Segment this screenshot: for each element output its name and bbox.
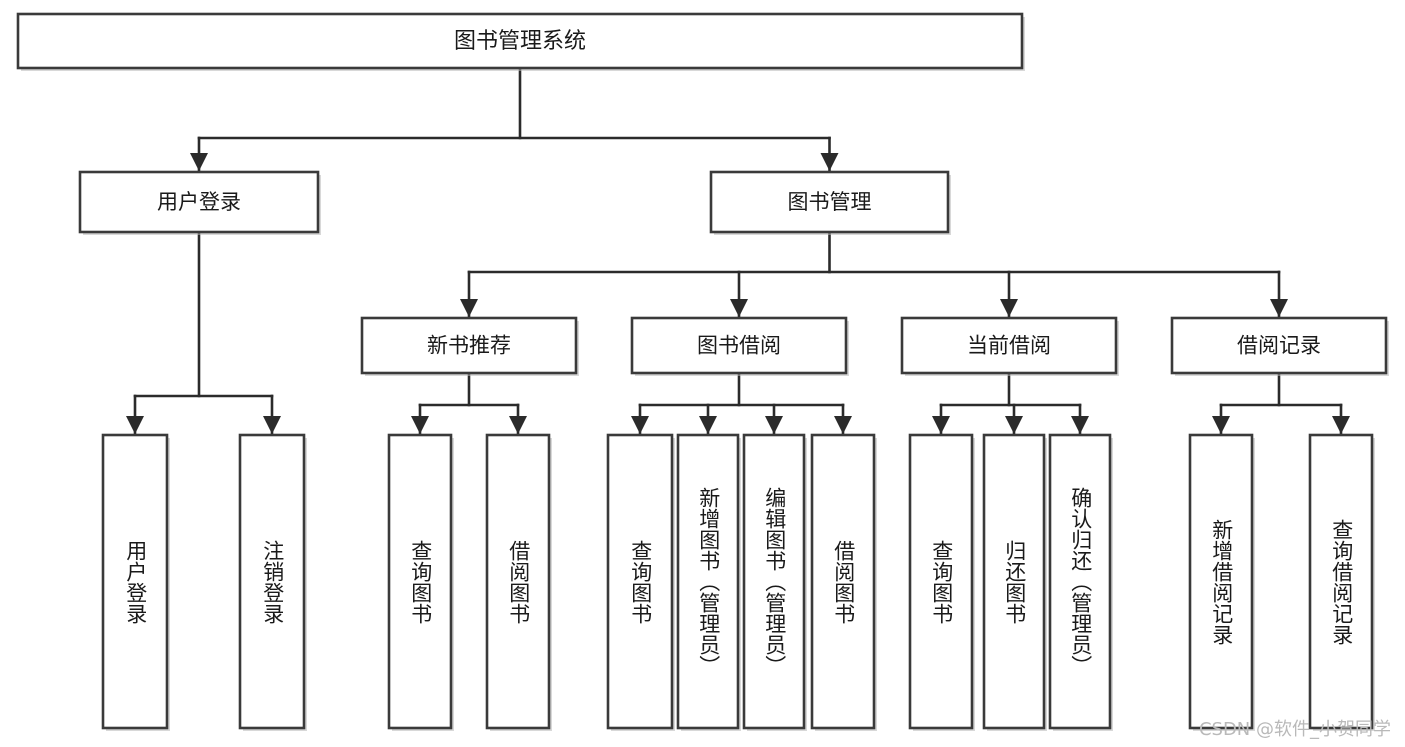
conn-level3-3-arrow-1 [1332, 416, 1350, 434]
node-level3-1[interactable] [630, 316, 848, 375]
node-leaf-7[interactable] [810, 433, 876, 730]
node-root-label: 图书管理系统 [454, 29, 586, 54]
node-level2-1[interactable] [709, 170, 950, 234]
node-leaf-5[interactable] [676, 433, 740, 730]
conn-root-arrow-0 [190, 153, 208, 171]
conn-booksmgmt-arrow-2 [1000, 299, 1018, 317]
node-level3-3[interactable] [1170, 316, 1388, 375]
conn-booksmgmt-arrow-0 [460, 299, 478, 317]
conn-booksmgmt-arrow-3 [1270, 299, 1288, 317]
node-level2-label-1: 图书管理 [788, 190, 872, 214]
node-level3-0[interactable] [360, 316, 578, 375]
node-leaf-6[interactable] [742, 433, 806, 730]
conn-level3-2-arrow-0 [932, 416, 950, 434]
node-level2-label-0: 用户登录 [157, 190, 241, 214]
node-leaf-2[interactable] [387, 433, 453, 730]
node-leaf-1[interactable] [238, 433, 306, 730]
conn-level3-3-arrow-0 [1212, 416, 1230, 434]
node-level3-2[interactable] [900, 316, 1118, 375]
conn-root-arrow-1 [820, 153, 839, 171]
node-level3-label-0: 新书推荐 [427, 334, 511, 358]
csdn-watermark: CSDN @软件_小贺同学 [1198, 719, 1391, 740]
conn-booksmgmt-arrow-1 [730, 299, 748, 317]
conn-level3-1-arrow-1 [699, 416, 717, 434]
conn-level3-0-arrow-1 [509, 416, 527, 434]
conn-level3-2-arrow-1 [1005, 416, 1023, 434]
conn-level3-2-arrow-2 [1071, 416, 1089, 434]
node-leaf-12[interactable] [1308, 433, 1374, 730]
node-level2-0[interactable] [78, 170, 320, 234]
conn-level3-1-arrow-2 [765, 416, 783, 434]
node-level3-label-3: 借阅记录 [1237, 334, 1321, 358]
node-leaf-0[interactable] [101, 433, 169, 730]
node-level3-label-1: 图书借阅 [697, 334, 781, 358]
node-root[interactable] [16, 12, 1024, 70]
conn-level3-1-arrow-0 [631, 416, 649, 434]
node-box-layer [16, 12, 1389, 731]
node-leaf-9[interactable] [982, 433, 1046, 730]
conn-level3-0-arrow-0 [411, 416, 429, 434]
node-leaf-10[interactable] [1048, 433, 1112, 730]
conn-userlogin-arrow-0 [126, 416, 144, 434]
connector-layer [126, 66, 1350, 436]
node-leaf-3[interactable] [485, 433, 551, 730]
node-leaf-4[interactable] [606, 433, 674, 730]
node-level3-label-2: 当前借阅 [967, 334, 1051, 358]
conn-userlogin-arrow-1 [263, 416, 281, 434]
node-leaf-11[interactable] [1188, 433, 1254, 730]
conn-level3-1-arrow-3 [834, 416, 852, 434]
node-leaf-8[interactable] [908, 433, 974, 730]
